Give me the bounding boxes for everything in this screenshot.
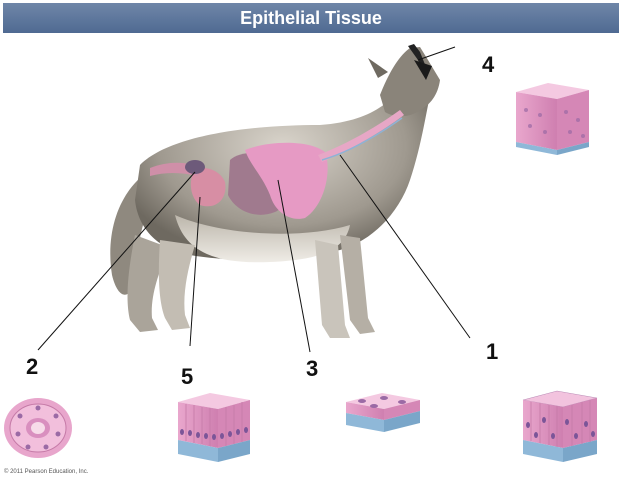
label-4: 4 <box>482 52 495 77</box>
page-title: Epithelial Tissue <box>240 8 382 28</box>
simple-columnar-block <box>178 393 250 462</box>
leader-line-4 <box>417 46 456 61</box>
label-5: 5 <box>181 364 194 389</box>
leader-line-1 <box>339 154 471 339</box>
copyright-notice: © 2011 Pearson Education, Inc. <box>4 469 89 475</box>
leader-line-3 <box>277 179 311 353</box>
title-bar: Epithelial Tissue <box>3 3 619 33</box>
leader-line-5 <box>189 196 201 347</box>
simple-squamous-block <box>346 393 420 432</box>
stratified-epithelium-block <box>516 83 589 155</box>
simple-cuboidal-duct-block <box>4 398 72 458</box>
label-3: 3 <box>306 356 319 381</box>
label-2: 2 <box>26 354 39 379</box>
leader-line-2 <box>37 171 196 351</box>
leader-lines <box>37 46 471 353</box>
label-1: 1 <box>486 339 499 364</box>
wolf-illustration <box>110 44 440 338</box>
pseudostratified-columnar-block <box>522 390 598 462</box>
